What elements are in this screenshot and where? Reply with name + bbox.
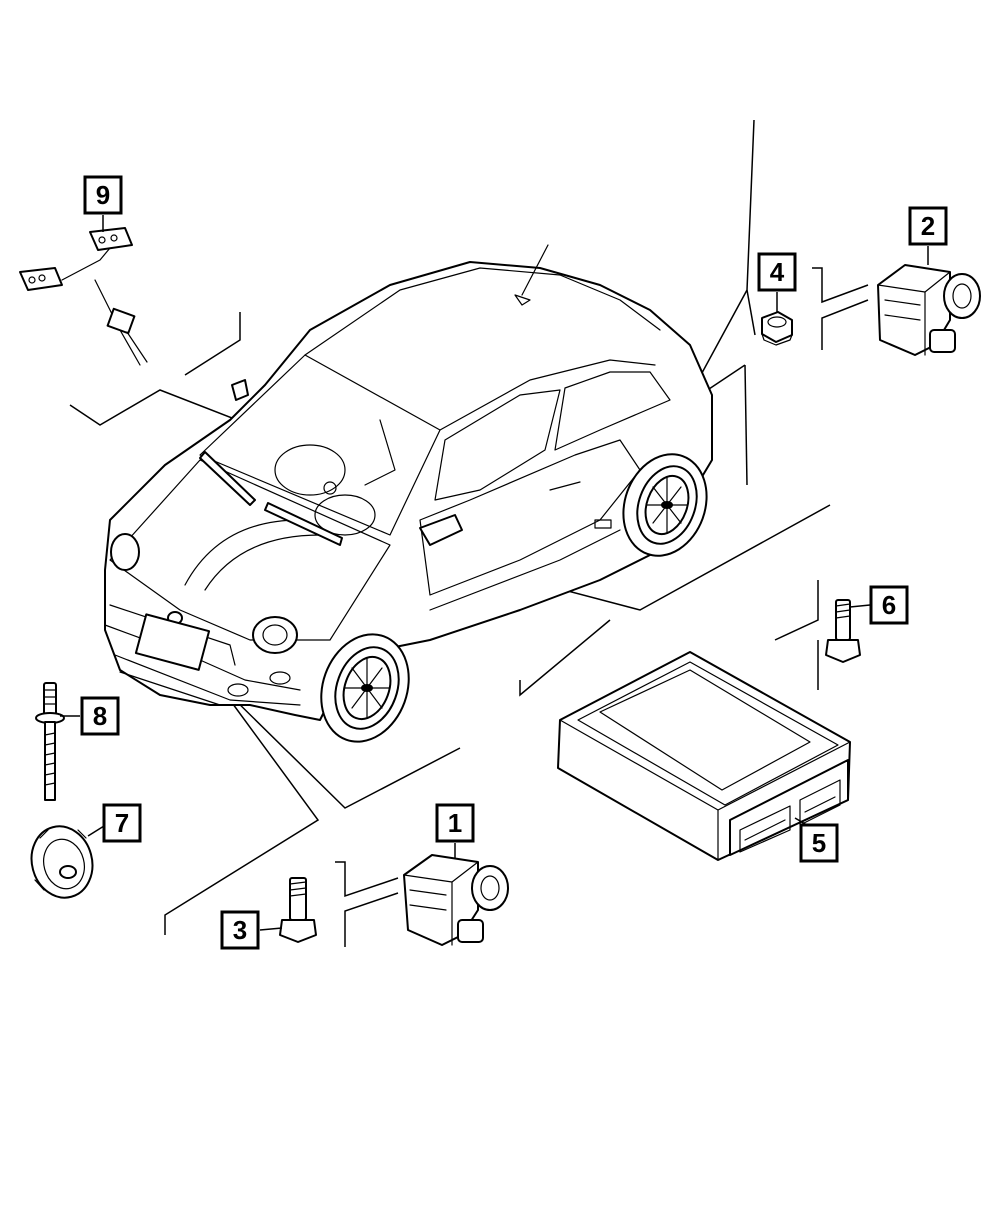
callout-2-label: 2	[921, 211, 935, 241]
part-4-nut	[761, 311, 793, 346]
callout-8: 8	[60, 696, 120, 736]
callout-1-label: 1	[448, 808, 462, 838]
callout-4-label: 4	[770, 257, 785, 287]
callout-8-label: 8	[93, 701, 107, 731]
part-1-impact-sensor	[403, 854, 509, 946]
part-2-impact-sensor	[877, 264, 981, 356]
part-8-stud	[35, 682, 65, 801]
callout-9: 9	[83, 175, 123, 232]
rear-wheel	[622, 453, 708, 557]
part-6-bolt	[825, 599, 861, 663]
callout-4: 4	[757, 252, 797, 312]
license-plate	[134, 613, 211, 671]
callout-3: 3	[220, 910, 283, 950]
callout-7-label: 7	[115, 808, 129, 838]
car-illustration	[104, 244, 713, 743]
part-5-airbag-control-module	[557, 651, 851, 861]
hood	[109, 459, 391, 641]
callout-6-label: 6	[882, 590, 896, 620]
side-window	[434, 389, 561, 501]
callout-9-label: 9	[96, 180, 110, 210]
part-9-occupant-sensor-mat	[19, 227, 148, 366]
callout-6: 6	[849, 585, 909, 625]
callout-3-label: 3	[233, 915, 247, 945]
callout-2: 2	[908, 206, 948, 265]
part-3-bolt	[279, 877, 317, 943]
front-wheel	[320, 633, 410, 743]
callout-7: 7	[87, 803, 142, 843]
headlight-right	[252, 616, 298, 654]
part-7-clip	[30, 825, 94, 899]
antenna	[521, 244, 549, 296]
callout-1: 1	[435, 803, 475, 858]
callout-5-label: 5	[812, 828, 826, 858]
callout-5: 5	[794, 817, 839, 863]
headlight-left	[110, 533, 140, 571]
